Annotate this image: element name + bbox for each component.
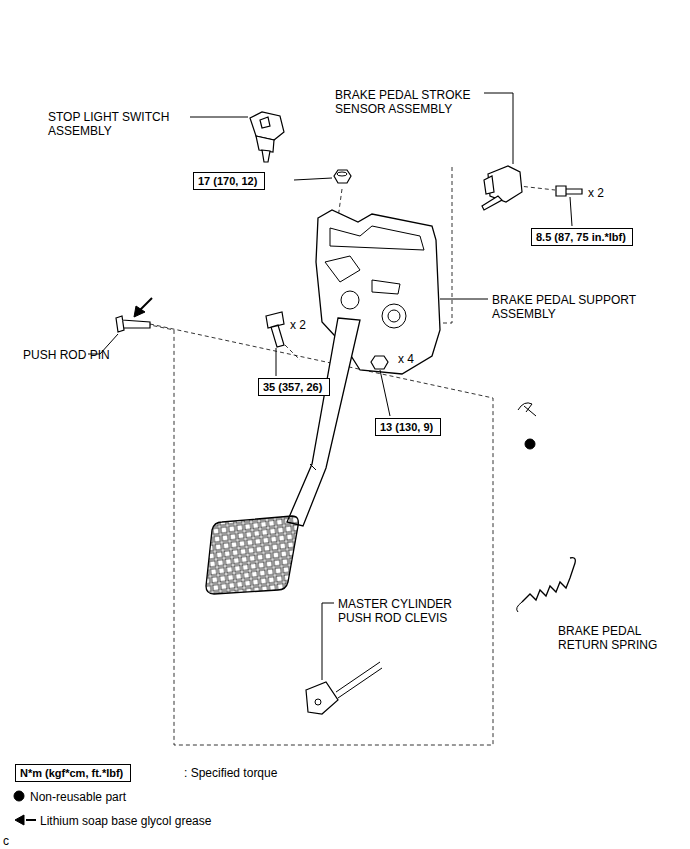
torque-box: 8.5 (87, 75 in.*lbf)	[531, 228, 633, 246]
part-label: MASTER CYLINDER PUSH ROD CLEVIS	[338, 597, 468, 625]
legend-text: Non-reusable part	[30, 790, 126, 804]
torque-box: N*m (kgf*cm, ft.*lbf)	[15, 764, 131, 782]
part-label: PUSH ROD PIN	[23, 348, 110, 362]
torque-box: 35 (357, 26)	[258, 378, 330, 396]
part-label: x 2	[290, 318, 306, 332]
torque-value: 8.5 (87, 75 in.*lbf)	[536, 231, 626, 243]
legend-text: : Specified torque	[184, 766, 277, 780]
part-label: x 4	[398, 352, 414, 366]
torque-value: 35 (357, 26)	[263, 381, 322, 393]
torque-box: 17 (170, 12)	[193, 172, 265, 190]
part-label: x 2	[588, 186, 604, 200]
torque-value: N*m (kgf*cm, ft.*lbf)	[20, 767, 123, 779]
part-label: BRAKE PEDAL STROKE SENSOR ASSEMBLY	[335, 88, 485, 116]
torque-box: 13 (130, 9)	[375, 418, 441, 436]
part-label: BRAKE PEDAL RETURN SPRING	[558, 624, 658, 652]
torque-value: 13 (130, 9)	[380, 421, 433, 433]
part-label: STOP LIGHT SWITCH ASSEMBLY	[48, 110, 178, 138]
part-label: c	[3, 834, 9, 848]
torque-value: 17 (170, 12)	[198, 175, 257, 187]
part-label: BRAKE PEDAL SUPPORT ASSEMBLY	[492, 293, 662, 321]
legend-text: Lithium soap base glycol grease	[40, 814, 211, 828]
